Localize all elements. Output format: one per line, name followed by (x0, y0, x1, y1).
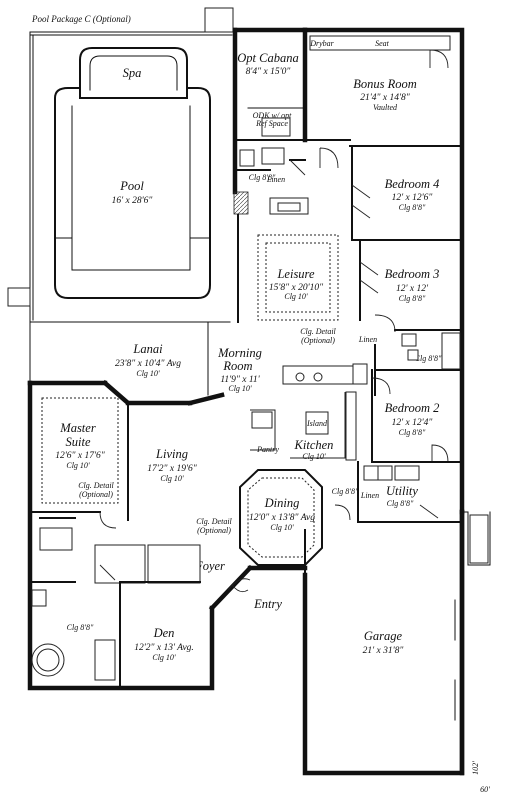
mid-linen-label: Linen (358, 335, 377, 344)
morning-ceiling: Clg 10' (228, 384, 252, 393)
bedroom2-label: Bedroom 2 (385, 401, 440, 415)
garage: Garage 21' x 31'8" (304, 511, 491, 721)
pool-label: Pool (119, 179, 144, 193)
morning-label: Morning (217, 346, 262, 360)
master-label: Master (59, 421, 96, 435)
garage-label: Garage (364, 629, 403, 643)
morning-label-2: Room (222, 359, 252, 373)
den-label: Den (153, 626, 175, 640)
upper-linen-label: Linen (266, 175, 285, 184)
cabana-label: Opt Cabana (237, 51, 298, 65)
spa-label: Spa (123, 66, 142, 80)
drybar-label: Drybar (309, 39, 334, 48)
overall-depth: 102' (471, 761, 480, 775)
pantry-label: Pantry (256, 445, 279, 454)
bedroom3-dim: 12' x 12' (396, 284, 429, 294)
util-hall-ceiling: Clg 8'8" (332, 487, 359, 496)
leisure-ceiling: Clg 10' (284, 292, 308, 301)
bedroom-4: Bedroom 4 12' x 12'6" Clg 8'8" (319, 145, 463, 241)
living-room: Living 17'2" x 19'6" Clg 10' (147, 447, 198, 483)
master-dim: 12'6" x 17'6" (55, 451, 106, 461)
bedroom2-ceiling: Clg 8'8" (399, 428, 426, 437)
bonus-room: Drybar Seat Bonus Room 21'4" x 14'8" Vau… (304, 35, 463, 147)
bedroom2-dim: 12' x 12'4" (392, 418, 434, 428)
bedroom3-label: Bedroom 3 (385, 267, 440, 281)
leisure-dim: 15'8" x 20'10" (269, 283, 324, 293)
pool-dim: 16' x 28'6" (112, 196, 154, 206)
kitchen-label: Kitchen (294, 438, 334, 452)
den-ceiling: Clg 10' (152, 653, 176, 662)
morning-dim: 11'9" x 11' (220, 375, 260, 385)
seat-label: Seat (375, 39, 390, 48)
bedroom4-label: Bedroom 4 (385, 177, 440, 191)
master-detail: Clg. Detail (78, 481, 114, 490)
leisure-room: Leisure 15'8" x 20'10" Clg 10' Clg. Deta… (237, 214, 339, 345)
living-dim: 17'2" x 19'6" (147, 464, 198, 474)
utility-label: Utility (386, 484, 418, 498)
leisure-label: Leisure (276, 267, 314, 281)
lanai-ceiling: Clg 10' (136, 369, 160, 378)
bonus-label: Bonus Room (353, 77, 417, 91)
lanai-label: Lanai (132, 342, 163, 356)
exterior-walls (27, 27, 465, 776)
lanai: Lanai 23'8" x 10'4" Avg Clg 10' (29, 321, 209, 396)
master-bath-ceiling: Clg 8'8" (67, 623, 94, 632)
dining-room: Dining 12'0" x 13'8" Avg Clg 10' Clg. De… (196, 469, 323, 566)
morning-room: Morning Room 11'9" x 11' Clg 10' (217, 346, 368, 393)
bedroom3-ceiling: Clg 8'8" (399, 294, 426, 303)
foyer-entry: Foyer Entry (194, 559, 308, 612)
master-suite: Master Suite 12'6" x 17'6" Clg 10' Clg. … (29, 397, 129, 529)
master-ceiling: Clg 10' (66, 461, 90, 470)
overall-width: 60' (480, 785, 490, 794)
foyer-label: Foyer (194, 559, 225, 573)
bedroom4-ceiling: Clg 8'8" (399, 203, 426, 212)
dining-optional: (Optional) (197, 526, 231, 535)
plan-header: Pool Package C (Optional) (31, 14, 131, 24)
bedroom-2: Bedroom 2 12' x 12'4" Clg 8'8" (371, 369, 463, 463)
utility-ceiling: Clg 8'8" (387, 499, 414, 508)
lanai-dim: 23'8" x 10'4" Avg (115, 359, 181, 369)
island-label: Island (306, 419, 328, 428)
living-ceiling: Clg 10' (160, 474, 184, 483)
leisure-detail: Clg. Detail (300, 327, 336, 336)
den: Den 12'2" x 13' Avg. Clg 10' (119, 581, 201, 662)
bonus-dim: 21'4" x 14'8" (360, 93, 411, 103)
utility-room: Utility Clg 8'8" Linen Clg 8'8" (332, 461, 463, 523)
upper-bath: Clg 8'8" Linen (233, 147, 309, 215)
leisure-optional: (Optional) (301, 336, 335, 345)
garage-dim: 21' x 31'8" (363, 646, 405, 656)
bedroom4-dim: 12' x 12'6" (392, 193, 434, 203)
pool-deck (7, 7, 234, 323)
mid-bath: Clg 8'8" (374, 332, 463, 396)
living-label: Living (155, 447, 188, 461)
util-linen-label: Linen (360, 491, 379, 500)
bonus-vaulted: Vaulted (373, 103, 398, 112)
den-dim: 12'2" x 13' Avg. (134, 643, 194, 653)
master-label-2: Suite (66, 435, 91, 449)
kitchen-ceiling: Clg 10' (302, 452, 326, 461)
upper-bath-ceiling: Clg 8'8" (249, 173, 276, 182)
dining-detail: Clg. Detail (196, 517, 232, 526)
dining-label: Dining (264, 496, 300, 510)
dining-ceiling: Clg 10' (270, 523, 294, 532)
bedroom-3: Bedroom 3 12' x 12' Clg 8'8" Linen (358, 239, 463, 344)
master-optional: (Optional) (79, 490, 113, 499)
odk-line2: Ref Space (255, 119, 288, 128)
cabana-area: Opt Cabana 8'4" x 15'0" ODK w/ opt Ref S… (234, 51, 306, 141)
mid-bath-ceiling: Clg 8'8" (415, 354, 442, 363)
dining-dim: 12'0" x 13'8" Avg (249, 513, 315, 523)
odk-line1: ODK w/ opt (253, 111, 292, 120)
entry-label: Entry (253, 597, 282, 611)
spa: Spa (79, 47, 188, 91)
cabana-dim: 8'4" x 15'0" (246, 67, 292, 77)
master-bath: Clg 8'8" (29, 517, 201, 689)
kitchen: Pantry Island Kitchen Clg 10' (250, 391, 357, 461)
pool: Pool 16' x 28'6" (54, 87, 211, 299)
